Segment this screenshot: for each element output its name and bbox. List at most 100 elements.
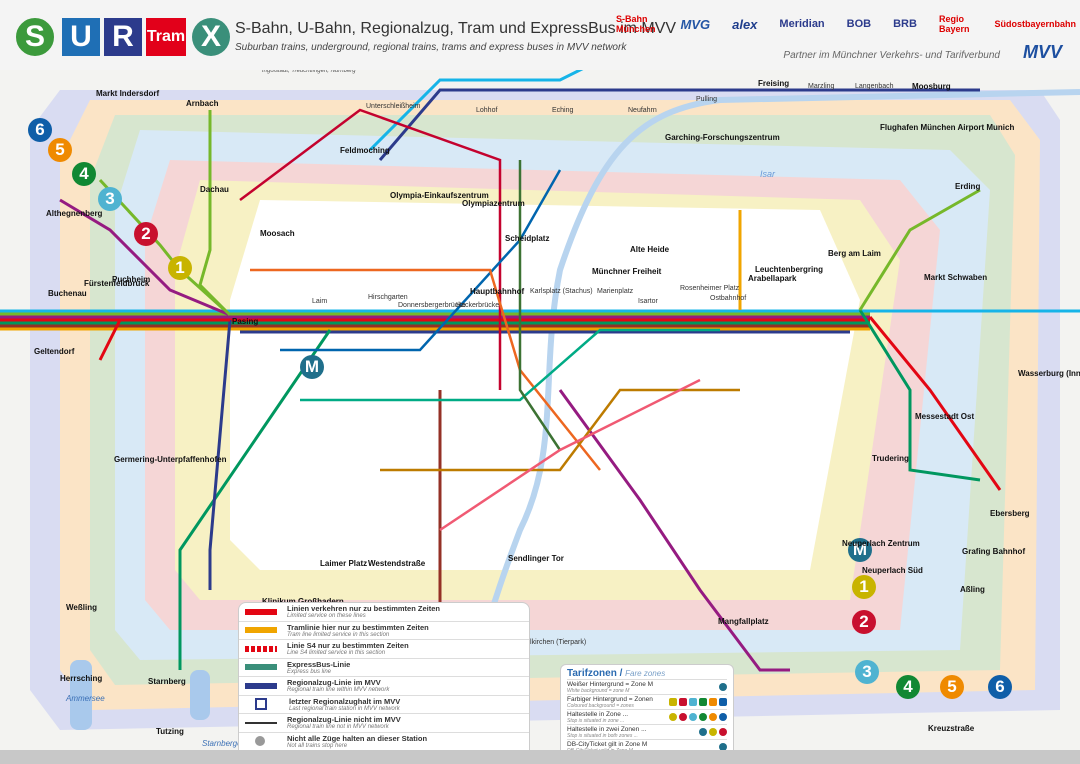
station-laim[interactable]: Laim	[312, 298, 328, 305]
station-leuchtenbergring[interactable]: Leuchtenbergring	[755, 265, 824, 274]
station-erding[interactable]: Erding	[955, 182, 981, 191]
zone-1-badge: 1	[168, 256, 192, 280]
zone-2-badge-se: 2	[852, 610, 876, 634]
station-lohhof[interactable]: Lohhof	[476, 107, 498, 114]
station-garching-fz[interactable]: Garching-Forschungszentrum	[665, 133, 780, 142]
map-graphics	[0, 70, 1080, 750]
station-ebersberg[interactable]: Ebersberg	[990, 509, 1030, 518]
station-moosach[interactable]: Moosach	[260, 229, 295, 238]
legend-label: letzter Regionalzughalt im MVV	[289, 696, 401, 706]
isar-label: Isar	[760, 169, 776, 179]
station-grafing-bahnhof[interactable]: Grafing Bahnhof	[962, 547, 1026, 556]
station-geltendorf[interactable]: Geltendorf	[34, 347, 75, 356]
station-rosenheimer-platz[interactable]: Rosenheimer Platz	[680, 285, 740, 292]
partner-logos: S-Bahn München MVG alex Meridian BOB BRB…	[612, 12, 1080, 36]
station-ostbahnhof[interactable]: Ostbahnhof	[710, 295, 747, 302]
station-feldmoching[interactable]: Feldmoching	[340, 146, 390, 155]
station-sendlinger-tor[interactable]: Sendlinger Tor	[508, 554, 564, 563]
station-hirschgarten[interactable]: Hirschgarten	[368, 294, 408, 301]
zone-2-badge: 2	[134, 222, 158, 246]
zone-2-dot-icon	[679, 713, 687, 721]
station-wessling[interactable]: Weßling	[66, 603, 97, 612]
legend-row: Linien verkehren nur zu bestimmten Zeite…	[239, 603, 529, 622]
expressbus-logo: X	[192, 18, 230, 56]
station-tutzing[interactable]: Tutzing	[156, 727, 184, 736]
station-neuperlach-zentrum[interactable]: Neuperlach Zentrum	[842, 539, 920, 548]
station-marzling[interactable]: Marzling	[808, 83, 835, 90]
station-langenbach[interactable]: Langenbach	[855, 83, 894, 90]
legend-label: Regionalzug-Linie nicht im MVV	[287, 715, 401, 725]
station-olympiazentrum[interactable]: Olympiazentrum	[462, 199, 525, 208]
station-moosburg[interactable]: Moosburg	[912, 82, 951, 91]
station-althegnenberg[interactable]: Althegnenberg	[46, 209, 103, 218]
station-puchheim[interactable]: Puchheim	[112, 275, 151, 284]
zone-5-badge-se: 5	[940, 675, 964, 699]
station-donnersbergerbruecke[interactable]: Donnersbergerbrücke	[398, 302, 466, 309]
regional-logo: R	[104, 18, 142, 56]
direction-north: Ingolstadt, Treuchtlingen, Nürnberg	[262, 70, 356, 74]
station-muenchner-freiheit[interactable]: Münchner Freiheit	[592, 267, 662, 276]
station-westendstrasse[interactable]: Westendstraße	[368, 559, 426, 568]
partner-meridian: Meridian	[779, 18, 825, 30]
station-unterschleissheim[interactable]: Unterschleißheim	[366, 103, 421, 110]
station-neufahrn[interactable]: Neufahrn	[628, 107, 657, 114]
zone-12-icon	[709, 728, 717, 736]
legend-row: Nicht alle Züge halten an dieser Station…	[239, 733, 529, 751]
station-freising[interactable]: Freising	[758, 79, 790, 88]
station-alte-heide[interactable]: Alte Heide	[630, 245, 670, 254]
station-wasserburg[interactable]: Wasserburg (Inn)	[1018, 369, 1080, 378]
station-flughafen[interactable]: Flughafen München Airport Munich	[880, 123, 1015, 132]
network-map[interactable]: 6 5 4 3 2 1 M M 1 2 3 4 5 6 Laim Hirschg…	[0, 70, 1080, 750]
tram-limited-icon	[245, 627, 277, 634]
zone-3-badge: 3	[98, 187, 122, 211]
zone-6-badge: 6	[28, 118, 52, 142]
zone-1-badge-se: 1	[852, 575, 876, 599]
station-pasing[interactable]: Pasing	[232, 317, 259, 326]
legend-sub: Limited service on these lines	[287, 613, 366, 620]
station-herrsching[interactable]: Herrsching	[60, 674, 103, 683]
station-petershausen[interactable]: Arnbach	[186, 99, 219, 108]
fare-sub: Coloured background = zones	[567, 702, 634, 709]
station-pulling[interactable]: Pulling	[696, 96, 718, 103]
station-fuerstenfeldbruck[interactable]: Fürstenfeldbruck	[84, 279, 150, 288]
zone-4-icon	[699, 698, 707, 706]
expressbus-line-icon	[245, 664, 277, 671]
station-starnberg[interactable]: Starnberg	[148, 677, 186, 686]
legend-label: Tramlinie hier nur zu bestimmten Zeiten	[287, 622, 429, 632]
station-kreuzstrasse[interactable]: Kreuzstraße	[928, 724, 975, 733]
station-buchenau[interactable]: Buchenau	[48, 289, 87, 298]
station-messestadt-ost[interactable]: Messestadt Ost	[915, 412, 975, 421]
non-mvv-line-icon	[245, 721, 277, 724]
station-mangfallplatz[interactable]: Mangfallplatz	[718, 617, 769, 626]
station-berg-am-laim[interactable]: Berg am Laim	[828, 249, 881, 258]
page-title: S-Bahn, U-Bahn, Regionalzug, Tram und Ex…	[235, 20, 677, 37]
station-isartor[interactable]: Isartor	[638, 298, 658, 305]
station-germering[interactable]: Germering-Unterpfaffenhofen	[114, 455, 227, 464]
station-laimer-platz[interactable]: Laimer Platz	[320, 559, 368, 568]
station-thalkirchen[interactable]: Thalkirchen (Tierpark)	[518, 639, 587, 646]
legend-label: Regionalzug-Linie im MVV	[287, 678, 381, 688]
station-arabellapark[interactable]: Arabellapark	[748, 274, 797, 283]
station-marienplatz[interactable]: Marienplatz	[597, 288, 634, 295]
station-neuperlach-sued[interactable]: Neuperlach Süd	[862, 566, 923, 575]
station-karlsplatz[interactable]: Karlsplatz (Stachus)	[530, 288, 593, 295]
station-olympia-ez[interactable]: Olympia-Einkaufszentrum	[390, 191, 489, 200]
station-scheidplatz[interactable]: Scheidplatz	[505, 234, 550, 243]
station-trudering[interactable]: Trudering	[872, 454, 909, 463]
partner-tagline: Partner im Münchner Verkehrs- und Tarifv…	[783, 50, 1000, 61]
zone-2-icon	[679, 698, 687, 706]
station-assling[interactable]: Aßling	[960, 585, 985, 594]
zone-1-icon	[669, 698, 677, 706]
station-altomuenster[interactable]: Markt Indersdorf	[96, 89, 160, 98]
station-eching[interactable]: Eching	[552, 107, 574, 114]
station-dachau[interactable]: Dachau	[200, 185, 229, 194]
station-markt-schwaben[interactable]: Markt Schwaben	[924, 273, 988, 282]
fare-zones-title: Tarifzonen / Fare zones	[567, 668, 666, 679]
zone-6-icon	[719, 698, 727, 706]
zone-23-icon	[719, 728, 727, 736]
station-klinikum-grosshadern[interactable]: Klinikum Großhadern	[262, 598, 344, 606]
station-hauptbahnhof[interactable]: Hauptbahnhof	[470, 287, 525, 296]
station-hackerbruecke[interactable]: Hackerbrücke	[456, 302, 500, 309]
